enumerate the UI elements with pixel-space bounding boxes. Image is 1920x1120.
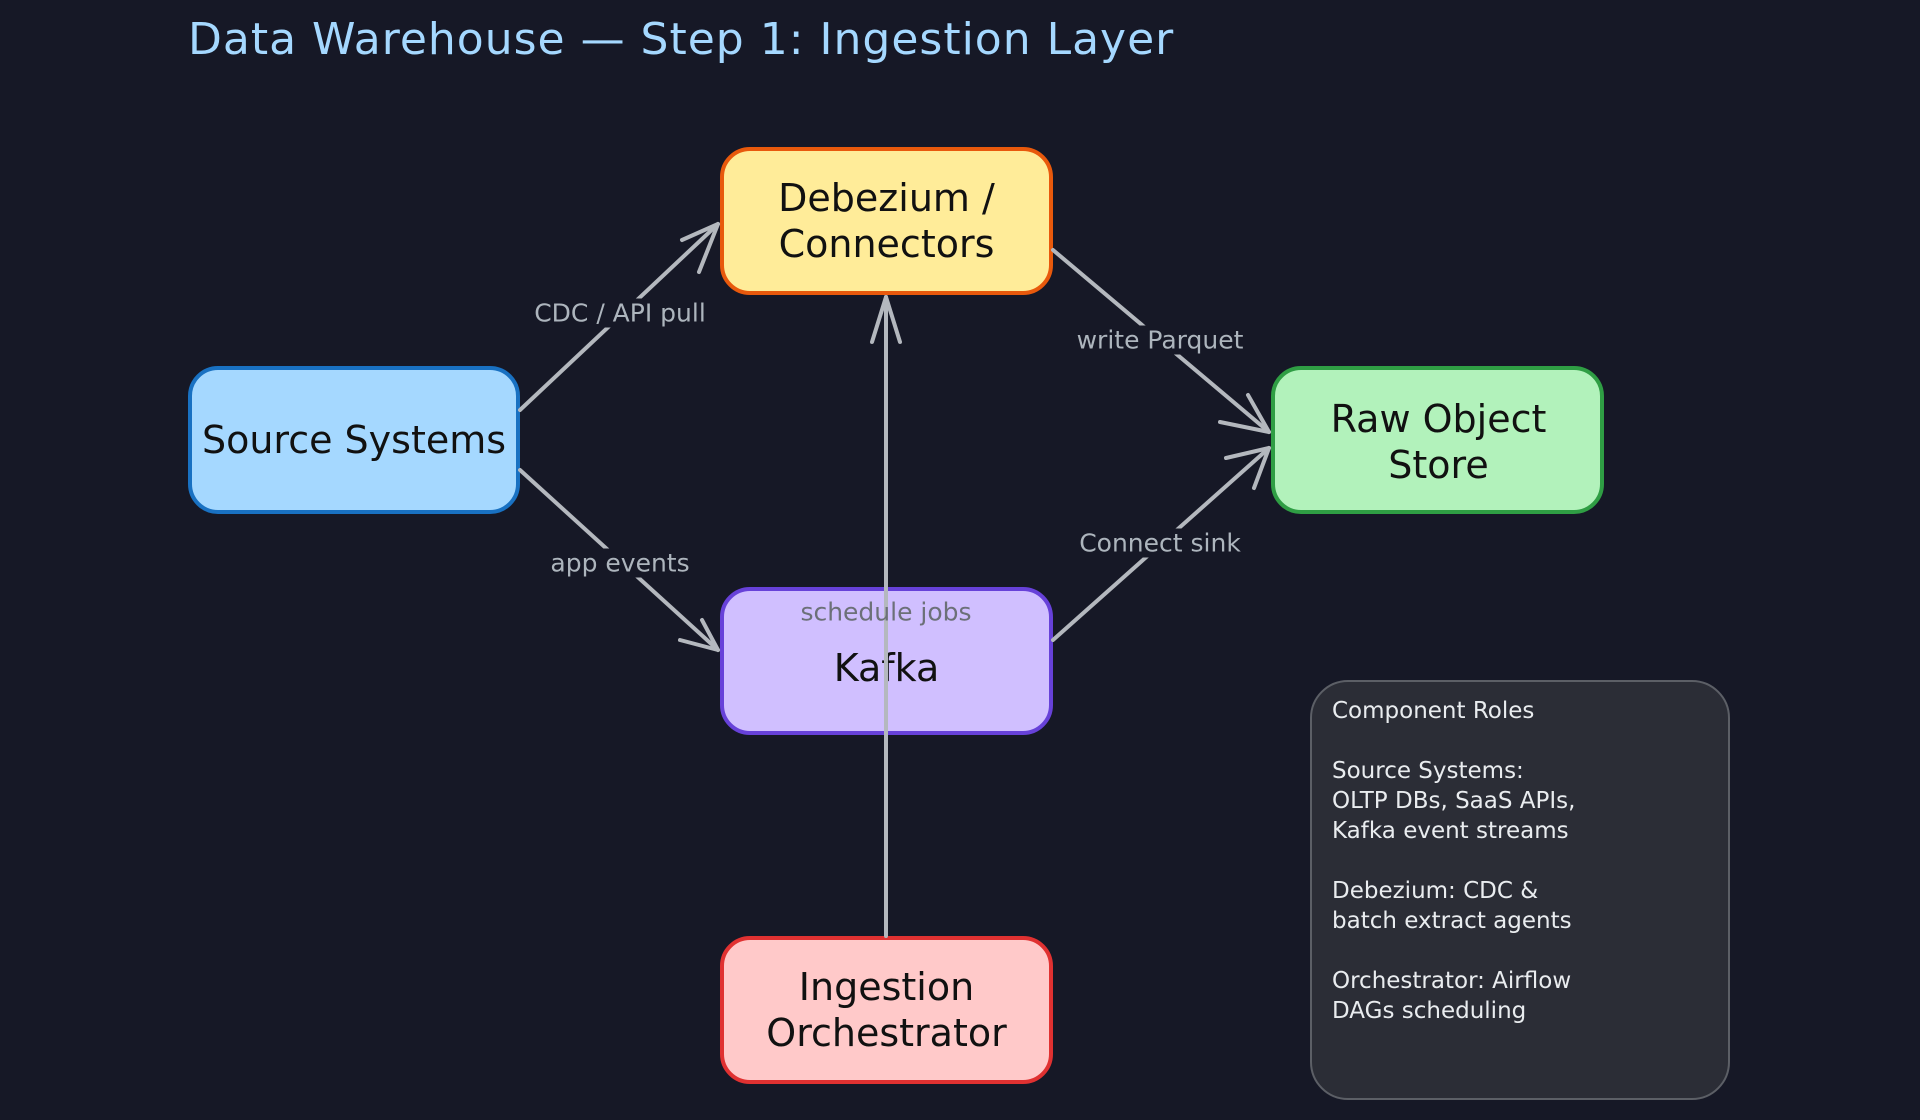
legend-debezium: Debezium: CDC & batch extract agents: [1332, 878, 1572, 934]
page-title: Data Warehouse — Step 1: Ingestion Layer: [188, 14, 1175, 65]
legend-source-systems: Source Systems: OLTP DBs, SaaS APIs, Kaf…: [1332, 758, 1576, 844]
legend-title: Component Roles: [1332, 698, 1535, 724]
edge-orchestrator-to-debezium[interactable]: [870, 295, 902, 938]
node-source-systems[interactable]: Source Systems: [188, 366, 520, 514]
node-raw-object-store[interactable]: Raw Object Store: [1271, 366, 1604, 514]
edge-label-app-events: app events: [546, 548, 694, 578]
edge-label-write-parquet: write Parquet: [1072, 325, 1248, 355]
edge-label-schedule-jobs: schedule jobs: [800, 597, 972, 627]
legend-component-roles: Component Roles Source Systems: OLTP DBs…: [1310, 680, 1730, 1100]
legend-orchestrator: Orchestrator: Airflow DAGs scheduling: [1332, 968, 1572, 1024]
node-ingestion-orchestrator[interactable]: Ingestion Orchestrator: [720, 936, 1053, 1084]
node-debezium-connectors[interactable]: Debezium / Connectors: [720, 147, 1053, 295]
edge-label-cdc-api-pull: CDC / API pull: [530, 298, 710, 328]
edge-label-connect-sink: Connect sink: [1075, 528, 1245, 558]
